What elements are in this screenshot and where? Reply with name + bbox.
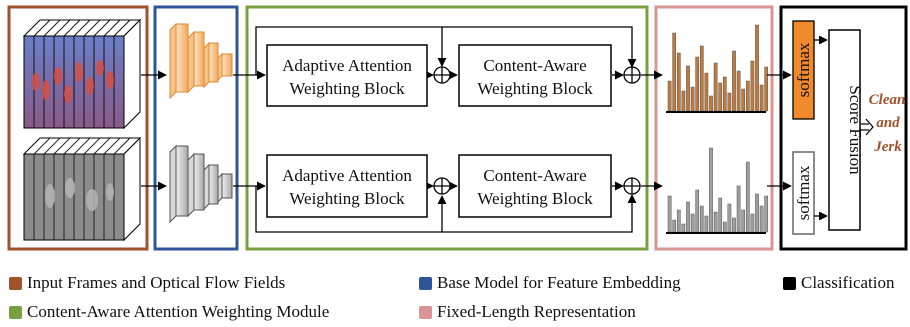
svg-text:Weighting Block: Weighting Block <box>477 189 593 208</box>
legend-label-base-model: Base Model for Feature Embedding <box>437 273 681 292</box>
svg-text:and: and <box>876 115 900 131</box>
output-arrow <box>861 118 874 136</box>
rgb-bar-13 <box>722 76 727 112</box>
flow-bar-19 <box>750 213 755 233</box>
flow-bar-22 <box>764 195 769 233</box>
svg-text:softmax: softmax <box>794 42 813 97</box>
input-section-border <box>7 5 149 251</box>
rgb-representation-bars <box>667 24 769 112</box>
rgb-frame-stack <box>22 18 142 130</box>
svg-text:Adaptive Attention: Adaptive Attention <box>282 56 412 75</box>
softmax-flow: softmax <box>792 151 815 235</box>
rgb-bar-7 <box>695 56 700 112</box>
legend-swatch-representation <box>419 305 432 319</box>
flow-bar-9 <box>704 215 709 233</box>
svg-text:Score Fusion: Score Fusion <box>846 85 865 175</box>
flow-bar-6 <box>690 213 695 233</box>
rgb-bar-12 <box>718 82 723 112</box>
rgb-bar-19 <box>750 60 755 112</box>
rgb-bar-18 <box>745 80 750 112</box>
flow-bar-14 <box>727 203 732 233</box>
legend-item-module: Content-Aware Attention Weighting Module <box>9 302 329 322</box>
rgb-bar-1 <box>667 80 672 112</box>
top-row-connections <box>233 26 663 80</box>
rgb-bar-2 <box>672 32 677 112</box>
flow-representation-bars <box>667 147 769 233</box>
flow-bar-12 <box>718 197 723 233</box>
flow-bar-17 <box>741 209 746 233</box>
flow-bar-2 <box>672 219 677 233</box>
legend-item-input: Input Frames and Optical Flow Fields <box>9 273 285 293</box>
legend-item-representation: Fixed-Length Representation <box>419 302 636 322</box>
flow-bar-13 <box>722 221 727 233</box>
flow-bar-7 <box>695 189 700 233</box>
flow-bar-8 <box>699 205 704 233</box>
rgb-bar-5 <box>686 65 690 112</box>
content-aware-block-top: Content-Aware Weighting Block <box>458 44 612 107</box>
output-label: Clean and Jerk <box>869 92 906 155</box>
optical-flow-stack <box>22 136 142 242</box>
svg-text:Adaptive Attention: Adaptive Attention <box>282 166 412 185</box>
representation-section-border <box>654 5 774 251</box>
svg-text:softmax: softmax <box>794 165 813 220</box>
rgb-bar-21 <box>759 84 764 112</box>
bottom-row-connections <box>233 181 663 233</box>
rgb-bar-20 <box>755 24 759 112</box>
flow-bar-4 <box>681 223 686 233</box>
rgb-bar-6 <box>690 86 695 112</box>
rgb-bar-15 <box>732 50 736 112</box>
flow-base-network <box>169 144 233 224</box>
legend-swatch-base-model <box>419 276 432 290</box>
rgb-bar-10 <box>709 95 713 112</box>
legend-label-module: Content-Aware Attention Weighting Module <box>27 302 330 321</box>
flow-bar-16 <box>736 185 741 233</box>
rgb-bar-14 <box>727 92 732 112</box>
flow-bar-15 <box>732 217 736 233</box>
rgb-bar-16 <box>736 70 741 112</box>
legend-item-base-model: Base Model for Feature Embedding <box>419 273 681 293</box>
svg-text:Weighting Block: Weighting Block <box>289 189 405 208</box>
module-section-border <box>245 5 649 251</box>
legend-label-classification: Classification <box>801 273 895 292</box>
rgb-base-network <box>169 22 233 100</box>
flow-bar-11 <box>713 211 718 233</box>
softmax-rgb: softmax <box>792 20 815 120</box>
flow-bar-21 <box>759 205 764 233</box>
svg-text:Content-Aware: Content-Aware <box>483 166 586 185</box>
classification-section-border <box>779 5 908 251</box>
adaptive-attention-block-bottom: Adaptive Attention Weighting Block <box>266 154 428 218</box>
svg-text:Weighting Block: Weighting Block <box>477 79 593 98</box>
legend-swatch-input <box>9 276 22 290</box>
legend-label-representation: Fixed-Length Representation <box>437 302 636 321</box>
content-aware-block-bottom: Content-Aware Weighting Block <box>458 154 612 218</box>
svg-text:Weighting Block: Weighting Block <box>289 79 405 98</box>
flow-bar-18 <box>745 161 750 233</box>
adaptive-attention-block-top: Adaptive Attention Weighting Block <box>266 44 428 107</box>
flow-bar-3 <box>676 209 681 233</box>
svg-text:Clean: Clean <box>869 92 906 108</box>
rgb-bar-3 <box>676 52 681 112</box>
svg-text:Jerk: Jerk <box>873 139 902 155</box>
rgb-bar-8 <box>699 45 704 112</box>
rgb-bar-4 <box>681 90 686 112</box>
flow-bar-1 <box>667 195 672 233</box>
rgb-bar-9 <box>704 72 709 112</box>
flow-bar-10 <box>709 147 713 233</box>
rgb-bar-17 <box>741 88 746 112</box>
legend-label-input: Input Frames and Optical Flow Fields <box>27 273 286 292</box>
legend-swatch-classification <box>783 276 796 290</box>
base-model-section-border <box>153 5 239 251</box>
legend-swatch-module <box>9 305 22 319</box>
flow-bar-20 <box>755 193 759 233</box>
rgb-bar-11 <box>713 62 718 112</box>
legend-item-classification: Classification <box>783 273 894 293</box>
svg-text:Content-Aware: Content-Aware <box>483 56 586 75</box>
score-fusion-box: Score Fusion <box>828 29 865 231</box>
rgb-bar-22 <box>764 66 769 112</box>
flow-bar-5 <box>686 201 690 233</box>
